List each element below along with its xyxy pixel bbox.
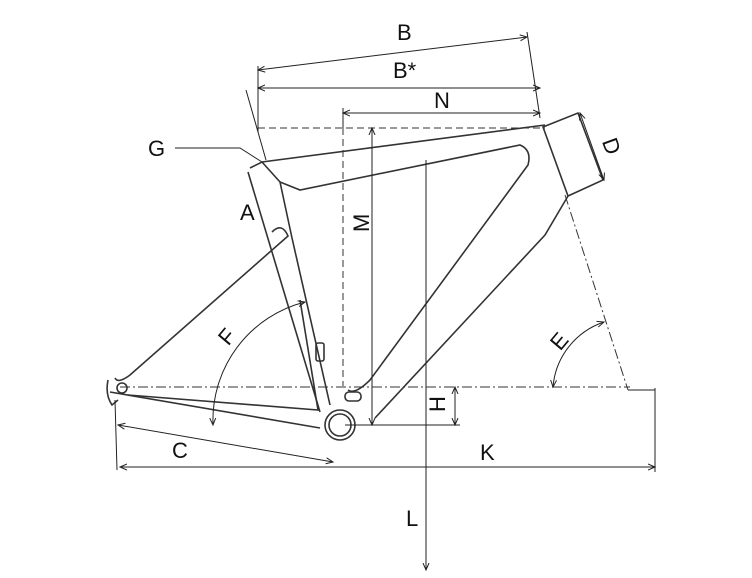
seat-tube-rear [247,171,321,413]
label-G: G [148,136,165,161]
label-B: B [397,20,412,45]
seat-extension [245,89,267,161]
cable-guide [344,391,362,402]
dimension-C-extension [114,399,118,471]
front-triangle-inner [279,144,530,393]
dimension-D-line [580,113,604,180]
seat-tube-front [261,161,331,406]
label-N: N [434,88,450,113]
label-A: A [240,200,255,225]
label-H: H [425,396,450,412]
reference-lines [120,127,655,391]
head-tube [541,111,605,198]
dimension-B-extension [526,31,541,119]
rear-axle [116,382,128,394]
seat-stay [114,227,289,382]
top-tube-outer [249,124,546,169]
angle-E-arc [553,322,604,387]
label-F: F [213,323,241,349]
label-D: D [597,134,626,157]
label-C: C [172,438,188,463]
angle-F-arc [213,302,305,425]
dimensions: B B* N G D A M L H F E C [114,20,655,570]
label-B-star: B* [393,58,417,83]
label-E: E [545,328,574,355]
label-K: K [480,440,495,465]
down-tube-lower [374,195,569,419]
steering-axis-line [564,194,629,391]
bike-frame [106,111,605,441]
label-M: M [349,214,374,232]
dimension-B-line [258,37,527,70]
cable-port [315,342,325,362]
rear-dropout [106,379,119,407]
rear-triangle-inner [127,299,319,411]
label-L: L [406,506,418,531]
dimension-G-leader [175,147,263,163]
dimension-C-line [118,425,333,462]
